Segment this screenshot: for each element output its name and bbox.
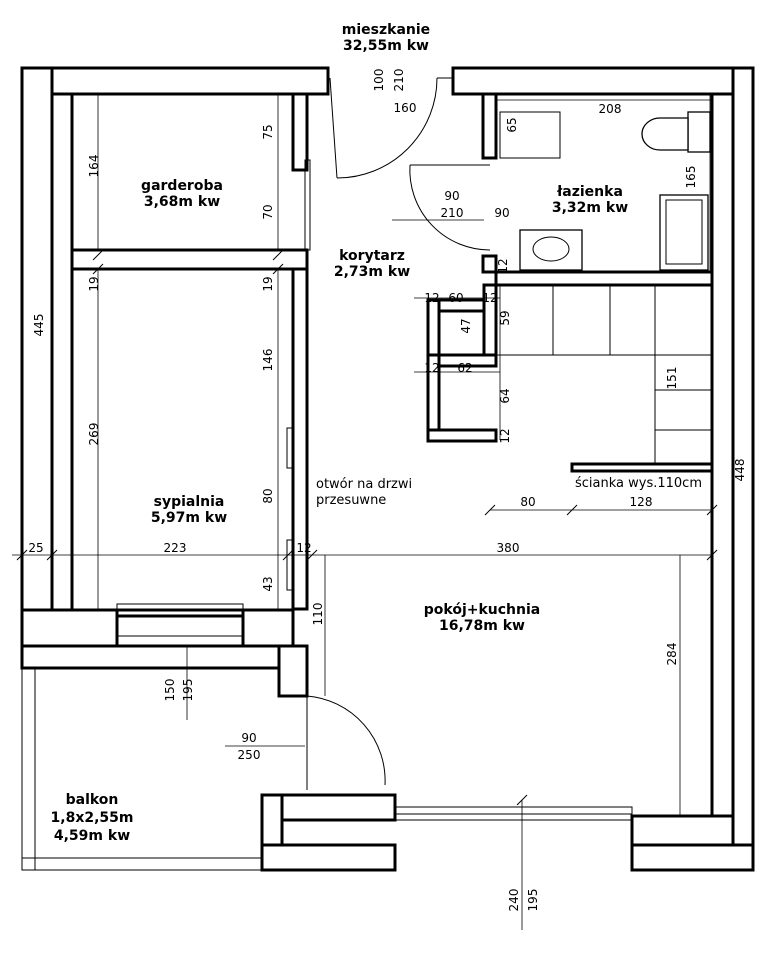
dim-65: 65 [505,117,519,132]
dim-70: 70 [261,204,275,219]
dim-12-f: 12 [296,541,311,555]
garderoba-area: 3,68m kw [144,194,220,210]
room-door [306,695,386,790]
sliding-doors [286,159,311,591]
dim-19-right: 19 [261,276,275,291]
lazienka-label: łazienka [556,184,623,200]
dim-12-d: 12 [498,428,512,443]
bathroom-fixtures [499,111,711,271]
dim-75: 75 [261,124,275,139]
dim-208: 208 [599,102,622,116]
dim-240: 240 [507,889,521,912]
total-label: mieszkanie [342,22,430,38]
notes: otwór na drzwi przesuwne ścianka wys.110… [316,476,702,508]
room-labels: mieszkanie 32,55m kw garderoba 3,68m kw … [51,22,629,844]
balcony-outline [21,668,262,871]
dim-62: 62 [457,361,472,375]
garderoba-label: garderoba [141,178,223,194]
kitchen-cabinets [495,284,713,465]
dim-19-left: 19 [87,276,101,291]
dim-195-window: 195 [526,889,540,912]
sink-icon [519,229,583,271]
sypialnia-area: 5,97m kw [151,510,227,526]
dim-12-b: 12 [482,291,497,305]
dim-223: 223 [164,541,187,555]
toilet-icon [641,117,689,151]
windows [116,603,633,821]
dim-90-bath: 90 [444,189,459,203]
partition-note: ścianka wys.110cm [575,476,702,491]
sliding-door-note-2: przesuwne [316,493,386,508]
korytarz-area: 2,73m kw [334,264,410,280]
dim-128: 128 [630,495,653,509]
dim-284: 284 [665,643,679,666]
dim-210-door: 210 [392,69,406,92]
dim-110: 110 [311,603,325,626]
dim-448: 448 [733,459,747,482]
sypialnia-label: sypialnia [154,494,225,510]
bathroom-door [409,164,491,251]
dim-64: 64 [498,388,512,403]
pokoj-label: pokój+kuchnia [424,602,540,618]
dim-380: 380 [497,541,520,555]
total-area: 32,55m kw [343,38,429,54]
balkon-area: 4,59m kw [54,828,130,844]
dim-160: 160 [394,101,417,115]
lazienka-area: 3,32m kw [552,200,628,216]
dim-250: 250 [238,748,261,762]
walls [20,66,755,872]
dim-80-h: 80 [520,495,535,509]
bathtub-icon [659,194,709,271]
dimension-texts: 100 210 160 208 65 165 90 210 90 164 75 … [28,69,747,912]
dim-60: 60 [448,291,463,305]
pokoj-area: 16,78m kw [439,618,525,634]
dim-269: 269 [87,423,101,446]
dim-195-balcony: 195 [181,679,195,702]
sliding-door-note-1: otwór na drzwi [316,477,412,492]
dim-90-door: 90 [241,731,256,745]
balkon-label: balkon [66,792,119,808]
dim-47: 47 [459,318,473,333]
dim-25: 25 [28,541,43,555]
dim-12-c: 12 [424,361,439,375]
toilet-tank [687,111,711,153]
dim-164: 164 [87,155,101,178]
korytarz-label: korytarz [339,248,405,264]
dim-165: 165 [684,166,698,189]
dim-210-bath: 210 [441,206,464,220]
dim-445: 445 [32,314,46,337]
dim-150: 150 [163,679,177,702]
dim-90-bath-2: 90 [494,206,509,220]
dim-151: 151 [665,367,679,390]
dim-59: 59 [498,310,512,325]
dim-146: 146 [261,349,275,372]
dim-12-a: 12 [424,291,439,305]
dimension-lines [12,94,718,930]
entrance-door [329,77,453,179]
balkon-size: 1,8x2,55m [51,810,134,826]
dim-12-e: 12 [496,258,510,273]
dim-100: 100 [372,69,386,92]
dim-43: 43 [261,576,275,591]
dim-80-v: 80 [261,488,275,503]
